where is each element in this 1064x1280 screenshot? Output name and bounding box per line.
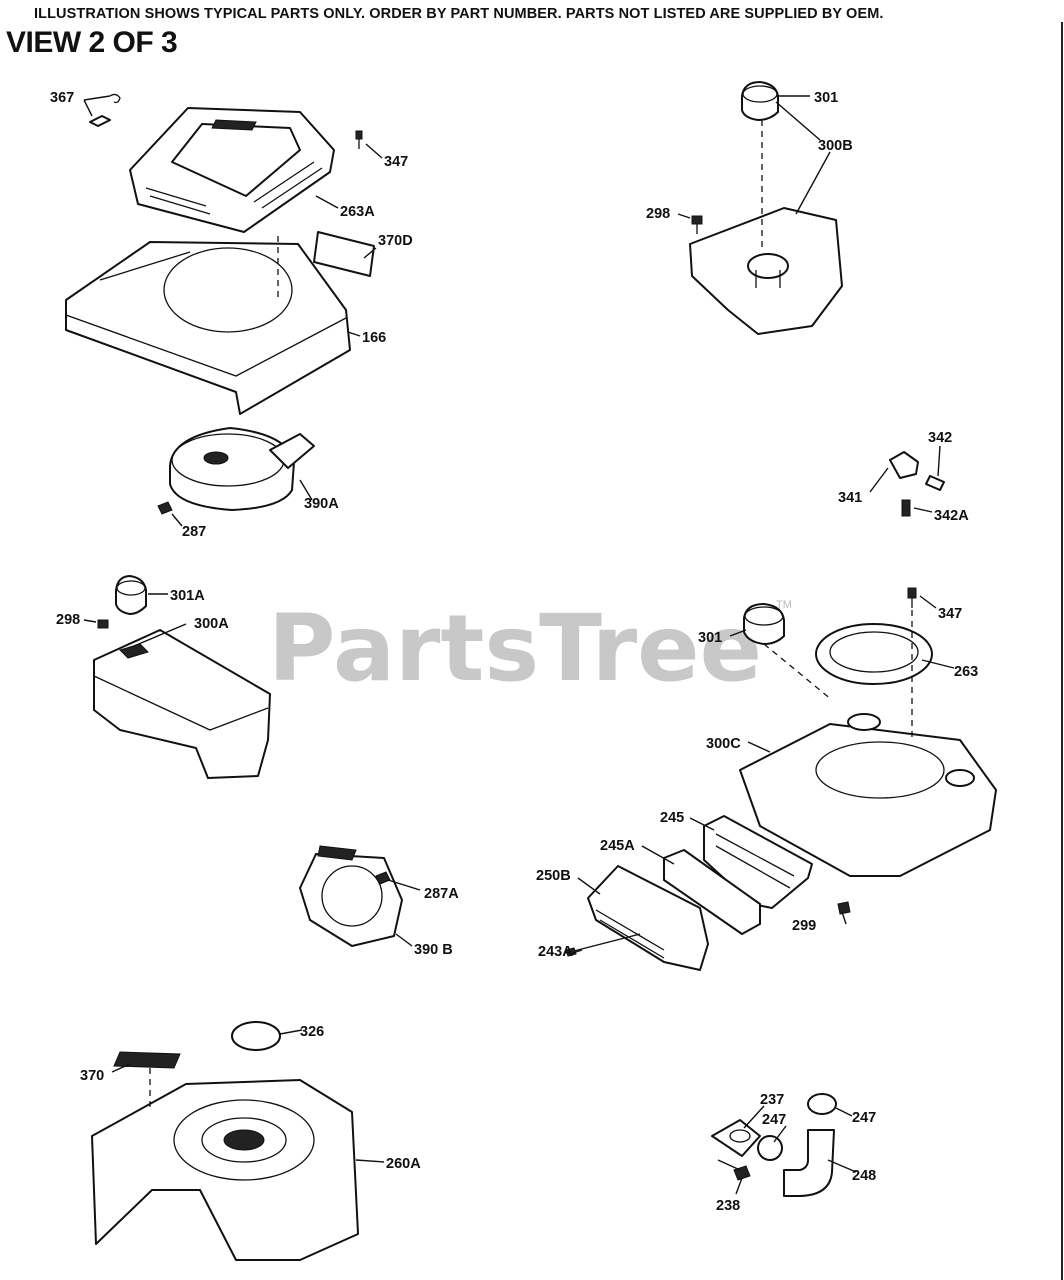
callout-238[interactable]: 238 — [716, 1198, 740, 1214]
callout-300C[interactable]: 300C — [706, 736, 741, 752]
callout-247a[interactable]: 247 — [762, 1112, 786, 1128]
part-298b-bolt[interactable] — [97, 619, 109, 629]
callout-300A[interactable]: 300A — [194, 616, 229, 632]
callout-237[interactable]: 237 — [760, 1092, 784, 1108]
part-247a-clamp[interactable] — [757, 1135, 783, 1161]
view-title: VIEW 2 OF 3 — [6, 26, 178, 59]
part-298-bolt[interactable] — [691, 215, 703, 234]
callout-301b[interactable]: 301 — [698, 630, 722, 646]
callout-301A[interactable]: 301A — [170, 588, 205, 604]
part-245A-prefilter[interactable] — [663, 849, 761, 935]
part-390A-rewind-starter[interactable] — [169, 427, 315, 511]
callout-342[interactable]: 342 — [928, 430, 952, 446]
callout-347[interactable]: 347 — [384, 154, 408, 170]
part-247b-clamp[interactable] — [807, 1093, 837, 1115]
callout-250B[interactable]: 250B — [536, 868, 571, 884]
callout-247b[interactable]: 247 — [852, 1110, 876, 1126]
part-263A-cover[interactable] — [129, 107, 335, 233]
part-287-screw[interactable] — [157, 501, 173, 515]
callout-367[interactable]: 367 — [50, 90, 74, 106]
callout-300B[interactable]: 300B — [818, 138, 853, 154]
right-border — [1061, 22, 1063, 1280]
callout-370D[interactable]: 370D — [378, 233, 413, 249]
part-300B-fuel-tank[interactable] — [689, 207, 843, 335]
callout-245A[interactable]: 245A — [600, 838, 635, 854]
leader-dash-301b — [763, 643, 833, 701]
callout-301[interactable]: 301 — [814, 90, 838, 106]
part-370-decal[interactable] — [113, 1051, 181, 1069]
part-342A-screw[interactable] — [901, 499, 911, 517]
callout-341[interactable]: 341 — [838, 490, 862, 506]
header-notice: ILLUSTRATION SHOWS TYPICAL PARTS ONLY. O… — [34, 6, 884, 22]
part-390B-starter-assembly[interactable] — [299, 845, 403, 947]
callout-263[interactable]: 263 — [954, 664, 978, 680]
callout-326[interactable]: 326 — [300, 1024, 324, 1040]
part-243A-bolt[interactable] — [565, 933, 641, 957]
part-237-breather-tube-adapter[interactable] — [711, 1119, 761, 1157]
callout-342A[interactable]: 342A — [934, 508, 969, 524]
watermark-tm: TM — [776, 599, 792, 611]
part-260A-blower-housing[interactable] — [91, 1079, 359, 1261]
part-248-breather-tube[interactable] — [783, 1129, 835, 1197]
callout-390A[interactable]: 390A — [304, 496, 339, 512]
callout-347b[interactable]: 347 — [938, 606, 962, 622]
part-166-shroud[interactable] — [65, 241, 351, 415]
part-299-nut[interactable] — [837, 901, 851, 915]
callout-299[interactable]: 299 — [792, 918, 816, 934]
callout-labels: 367 347 263A 370D 166 390A 287 301 300B … — [50, 90, 978, 1214]
part-341-bracket[interactable] — [889, 451, 919, 479]
callout-298b[interactable]: 298 — [56, 612, 80, 628]
callout-263A[interactable]: 263A — [340, 204, 375, 220]
part-300C-air-cleaner-base[interactable] — [739, 713, 997, 877]
part-301b-cap[interactable] — [743, 603, 785, 645]
part-301A-fuel-cap[interactable] — [115, 575, 147, 615]
part-367-spring[interactable] — [89, 93, 121, 127]
callout-370[interactable]: 370 — [80, 1068, 104, 1084]
watermark: PartsTree — [268, 595, 762, 702]
part-263-ring[interactable] — [815, 623, 933, 685]
callout-245[interactable]: 245 — [660, 810, 684, 826]
part-347b-screw[interactable] — [907, 587, 917, 608]
callout-390B[interactable]: 390 B — [414, 942, 453, 958]
part-347-screw[interactable] — [355, 130, 363, 149]
callout-287A[interactable]: 287A — [424, 886, 459, 902]
part-301-fuel-cap[interactable] — [741, 81, 779, 121]
part-250B-air-cleaner-cover[interactable] — [587, 865, 709, 971]
part-326-plug[interactable] — [231, 1021, 281, 1051]
part-245-filter[interactable] — [703, 815, 813, 909]
part-370D-decal[interactable] — [313, 231, 375, 277]
leader-lines — [83, 95, 955, 1195]
callout-243A[interactable]: 243A — [538, 944, 573, 960]
callout-248[interactable]: 248 — [852, 1168, 876, 1184]
part-342-screw[interactable] — [925, 475, 945, 491]
callout-287[interactable]: 287 — [182, 524, 206, 540]
callout-298[interactable]: 298 — [646, 206, 670, 222]
part-300A-fuel-tank[interactable] — [93, 629, 271, 779]
callout-260A[interactable]: 260A — [386, 1156, 421, 1172]
callout-166[interactable]: 166 — [362, 330, 386, 346]
